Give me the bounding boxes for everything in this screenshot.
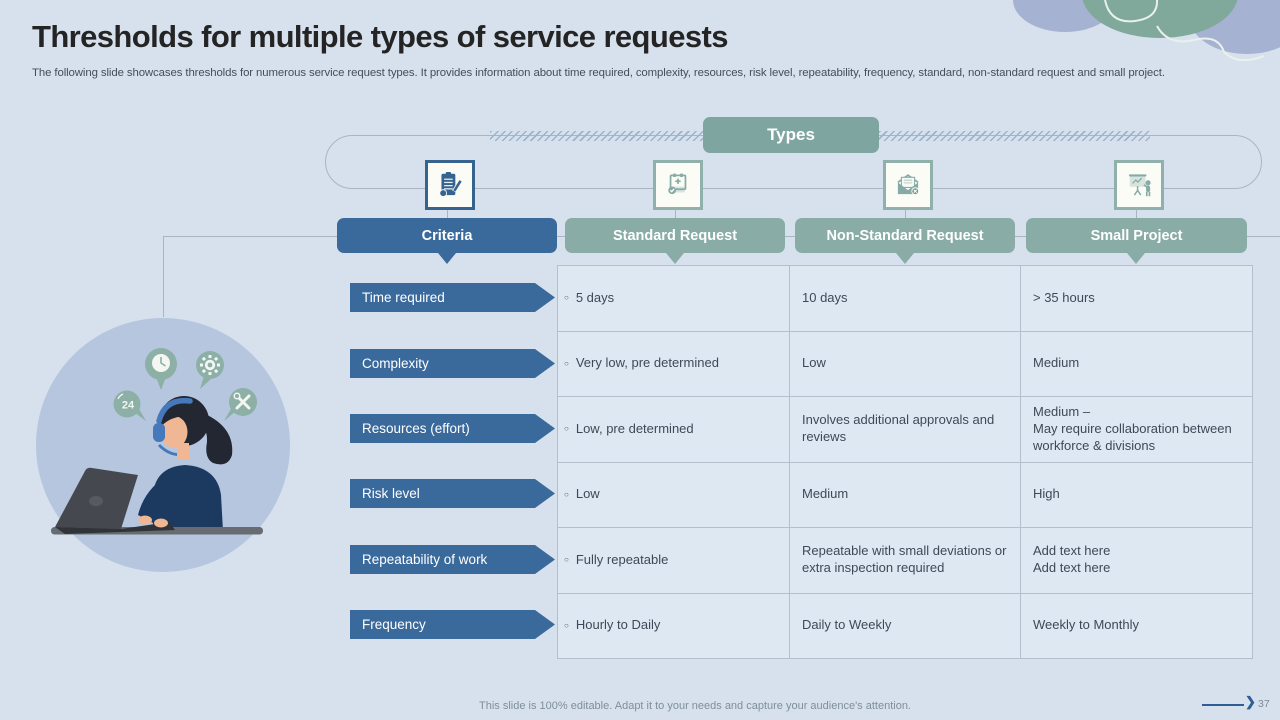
table-cell: Fully repeatable [558,528,790,594]
criteria-arrow-frequency: Frequency [350,610,555,639]
support-agent-illustration: 24 [36,318,290,572]
footer-arrow-icon: ❯ [1245,694,1256,709]
table-cell: Medium [790,462,1021,528]
criteria-arrow-resources: Resources (effort) [350,414,555,443]
gear-bubble [196,351,224,389]
24h-bubble: 24 [113,390,146,421]
slide-title: Thresholds for multiple types of service… [32,19,728,54]
table-cell: Involves additional approvals and review… [790,397,1021,463]
svg-text:24: 24 [122,400,135,412]
icon-stem [1136,209,1137,219]
table-cell: Repeatable with small deviations or extr… [790,528,1021,594]
column-header-standard-request: Standard Request [565,218,785,253]
icon-stem [675,209,676,219]
footer-note: This slide is 100% editable. Adapt it to… [479,700,911,712]
table-cell: High [1021,462,1253,528]
table-cell: Medium [1021,331,1253,397]
criteria-arrow-repeatability: Repeatability of work [350,545,555,574]
table-cell: Daily to Weekly [790,593,1021,659]
table-cell: Low [790,331,1021,397]
table-cell: Very low, pre determined [558,331,790,397]
table-cell: Add text here Add text here [1021,528,1253,594]
table-cell: Medium – May require collaboration betwe… [1021,397,1253,463]
small-project-presentation-icon [1128,174,1151,197]
header-tail [438,253,456,264]
table-cell: Low, pre determined [558,397,790,463]
types-badge: Types [703,117,879,153]
column-header-non-standard-request: Non-Standard Request [795,218,1015,253]
slide-subtitle: The following slide showcases thresholds… [32,67,1165,79]
table-cell: > 35 hours [1021,266,1253,332]
clipboard-pencil-icon [439,171,463,197]
header-tail [1127,253,1145,264]
footer-line [1202,704,1244,706]
clock-bubble [145,348,177,390]
standard-request-box [653,160,703,210]
column-header-criteria: Criteria [337,218,557,253]
table-cell: 10 days [790,266,1021,332]
standard-request-icon [668,173,687,195]
criteria-arrow-time-required: Time required [350,283,555,312]
small-project-box [1114,160,1164,210]
connector-vertical [163,236,164,317]
icon-stem [905,209,906,219]
thresholds-table: 5 days 10 days > 35 hours Very low, pre … [557,265,1253,659]
page-number: 37 [1258,698,1270,710]
criteria-type-box [425,160,475,210]
non-standard-request-mail-icon [897,174,920,196]
non-standard-request-box [883,160,933,210]
table-cell: Hourly to Daily [558,593,790,659]
table-cell: Low [558,462,790,528]
tools-bubble [224,388,257,421]
header-tail [666,253,684,264]
table-cell: 5 days [558,266,790,332]
icon-stem [447,209,448,219]
table-cell: Weekly to Monthly [1021,593,1253,659]
criteria-arrow-risk-level: Risk level [350,479,555,508]
column-header-small-project: Small Project [1026,218,1247,253]
cloud-decoration [1013,0,1280,62]
header-tail [896,253,914,264]
criteria-arrow-complexity: Complexity [350,349,555,378]
